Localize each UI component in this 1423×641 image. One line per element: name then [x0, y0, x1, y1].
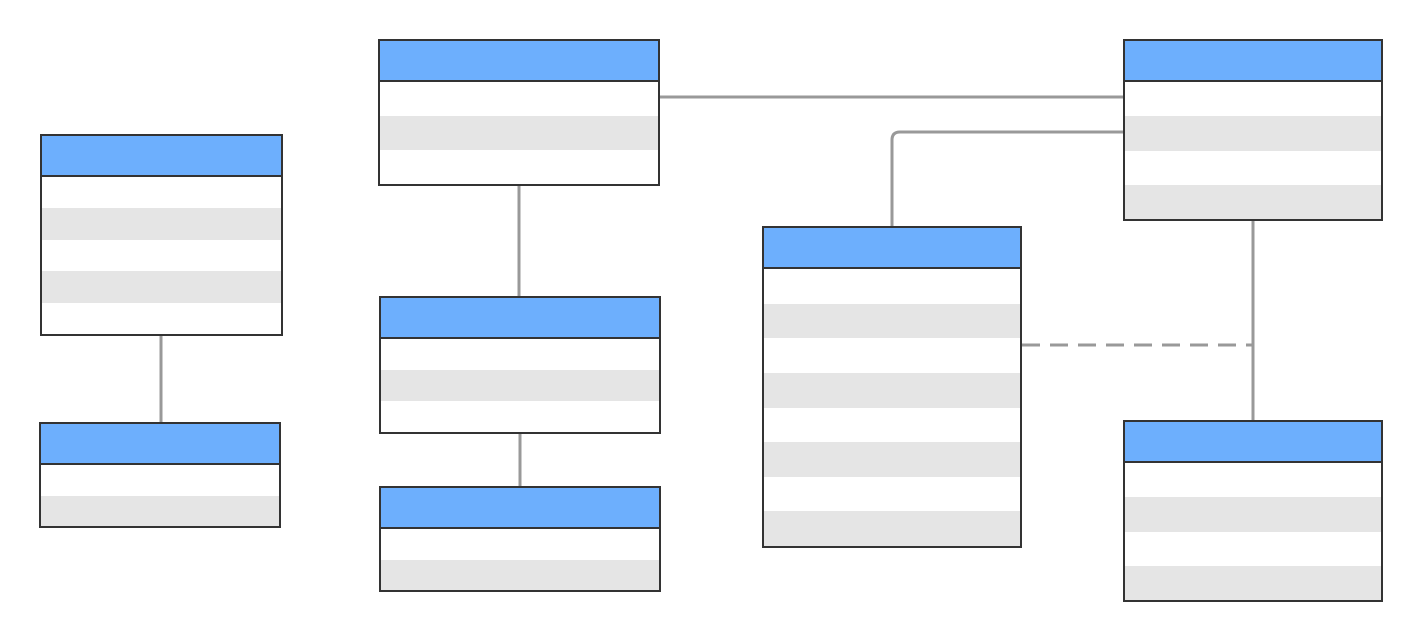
- entity-rows: [42, 177, 281, 335]
- entity-table-e3[interactable]: [378, 39, 660, 186]
- entity-row: [380, 82, 658, 116]
- entity-table-e6[interactable]: [762, 226, 1022, 548]
- entity-row: [764, 511, 1020, 546]
- entity-rows: [1125, 82, 1381, 219]
- entity-header: [764, 228, 1020, 269]
- entity-row: [42, 208, 281, 240]
- entity-rows: [1125, 463, 1381, 600]
- entity-header: [380, 41, 658, 82]
- entity-row: [764, 442, 1020, 477]
- entity-row: [380, 150, 658, 184]
- entity-row: [41, 465, 279, 496]
- entity-table-e7[interactable]: [1123, 39, 1383, 221]
- entity-row: [381, 529, 659, 560]
- entity-header: [1125, 41, 1381, 82]
- entity-row: [42, 177, 281, 209]
- entity-row: [1125, 565, 1381, 600]
- entity-header: [42, 136, 281, 177]
- entity-row: [764, 338, 1020, 373]
- entity-row: [42, 239, 281, 272]
- entity-row: [764, 476, 1020, 512]
- relationship-e6-e7-solid[interactable]: [890, 130, 1123, 226]
- entity-table-e2[interactable]: [39, 422, 281, 528]
- entity-row: [1125, 497, 1381, 532]
- entity-table-e1[interactable]: [40, 134, 283, 336]
- entity-row: [1125, 531, 1381, 566]
- entity-row: [41, 495, 279, 526]
- entity-row: [42, 302, 281, 335]
- entity-header: [381, 488, 659, 529]
- entity-header: [41, 424, 279, 465]
- entity-row: [381, 370, 659, 401]
- entity-table-e5[interactable]: [379, 486, 661, 592]
- entity-row: [1125, 116, 1381, 151]
- entity-row: [42, 271, 281, 303]
- entity-row: [764, 407, 1020, 443]
- entity-row: [1125, 184, 1381, 219]
- entity-table-e4[interactable]: [379, 296, 661, 434]
- entity-row: [381, 339, 659, 370]
- entity-rows: [41, 465, 279, 526]
- entity-header: [381, 298, 659, 339]
- entity-rows: [381, 529, 659, 590]
- entity-header: [1125, 422, 1381, 463]
- entity-rows: [380, 82, 658, 184]
- entity-rows: [381, 339, 659, 432]
- entity-row: [764, 372, 1020, 408]
- entity-row: [1125, 463, 1381, 498]
- entity-row: [1125, 150, 1381, 185]
- entity-row: [381, 559, 659, 590]
- entity-row: [381, 401, 659, 432]
- entity-row: [380, 116, 658, 150]
- entity-table-e8[interactable]: [1123, 420, 1383, 602]
- entity-row: [764, 269, 1020, 304]
- entity-row: [1125, 82, 1381, 117]
- entity-row: [764, 303, 1020, 339]
- entity-rows: [764, 269, 1020, 546]
